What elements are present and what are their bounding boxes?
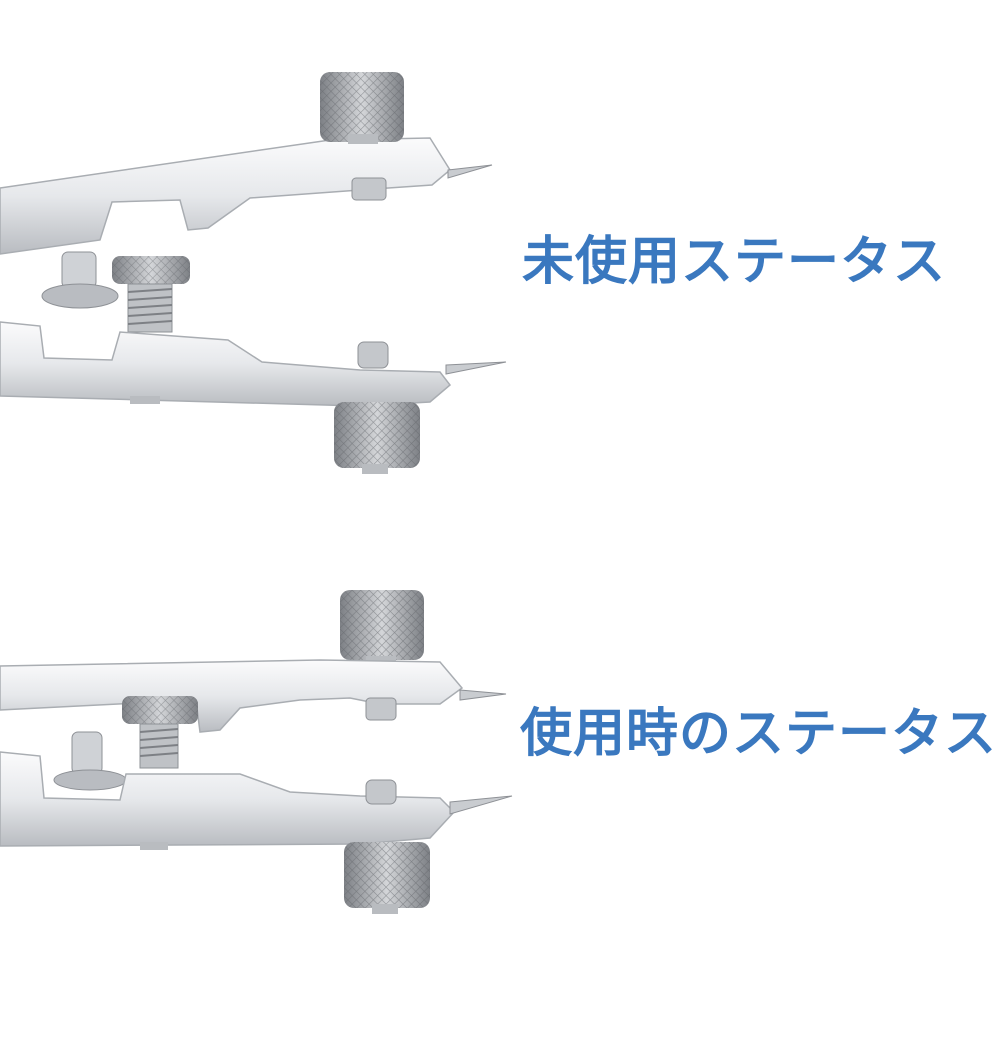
knurled-nut-bottom: [334, 402, 420, 474]
upper-arm: [0, 659, 507, 733]
knurled-nut-top: [320, 72, 404, 144]
threaded-screw: [122, 696, 198, 769]
screw-pin-left: [41, 251, 119, 309]
lower-arm: [0, 321, 507, 407]
product-image: 未使用ステータス: [0, 72, 998, 914]
threaded-screw: [112, 256, 190, 333]
upper-arm: [0, 137, 493, 255]
knurled-nut-top: [340, 590, 424, 666]
tool-unused-photo: [0, 72, 507, 474]
lower-arm: [0, 751, 513, 850]
screw-pin-left: [53, 731, 127, 791]
knurled-nut-bottom: [344, 842, 430, 914]
status-label-used: 使用時のステータス: [520, 704, 998, 764]
status-label-unused: 未使用ステータス: [522, 232, 947, 292]
tool-used-photo: [0, 590, 513, 914]
